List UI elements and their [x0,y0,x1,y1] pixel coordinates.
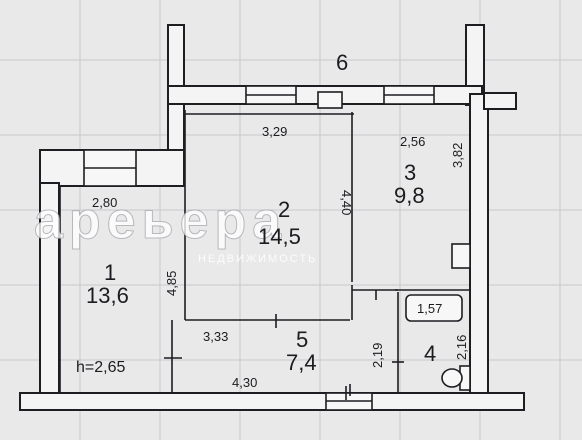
sink [451,243,471,269]
dim-label: 3,82 [450,143,465,168]
exterior-bottom-wall [19,392,525,411]
dim-label: 2,80 [92,195,117,210]
watermark-logo: ареьера [34,192,287,250]
watermark-subtitle: НЕДВИЖИМОСТЬ [198,253,317,265]
room-labels: 6 1 13,6 2 14,5 3 9,8 5 7,4 4 [86,50,436,375]
dim-label: 2,56 [400,134,425,149]
room-5-area: 7,4 [286,350,317,375]
fixtures [164,243,471,400]
right-stub-wall [483,92,517,110]
dim-label: 2,16 [454,335,469,360]
watermark: ареьера НЕДВИЖИМОСТЬ [34,192,317,266]
dim-label: 3,33 [203,329,228,344]
room-3-number: 3 [404,160,416,185]
dim-label: 1,57 [417,301,442,316]
room-6-number: 6 [336,50,348,75]
dim-label: 2,19 [370,343,385,368]
dim-label: 4,30 [232,375,257,390]
room-1-area: 13,6 [86,283,129,308]
room-4-number: 4 [424,341,436,366]
windows [83,85,435,411]
toilet-bowl [441,368,463,388]
room-2-area: 14,5 [258,224,301,249]
dim-label: 4,85 [164,271,179,296]
ceiling-height: h=2,65 [76,359,125,376]
room-3-area: 9,8 [394,183,425,208]
balcony-door-frame [317,91,343,109]
room-5-number: 5 [296,327,308,352]
room-2-number: 2 [278,197,290,222]
room-1-number: 1 [104,260,116,285]
exterior-right-wall [469,93,489,401]
dimension-labels: 3,29 2,56 2,80 3,33 4,30 1,57 h=2,65 4,4… [76,124,469,390]
dim-label: 3,29 [262,124,287,139]
bathtub [405,294,463,322]
dim-label: 4,40 [339,190,354,215]
